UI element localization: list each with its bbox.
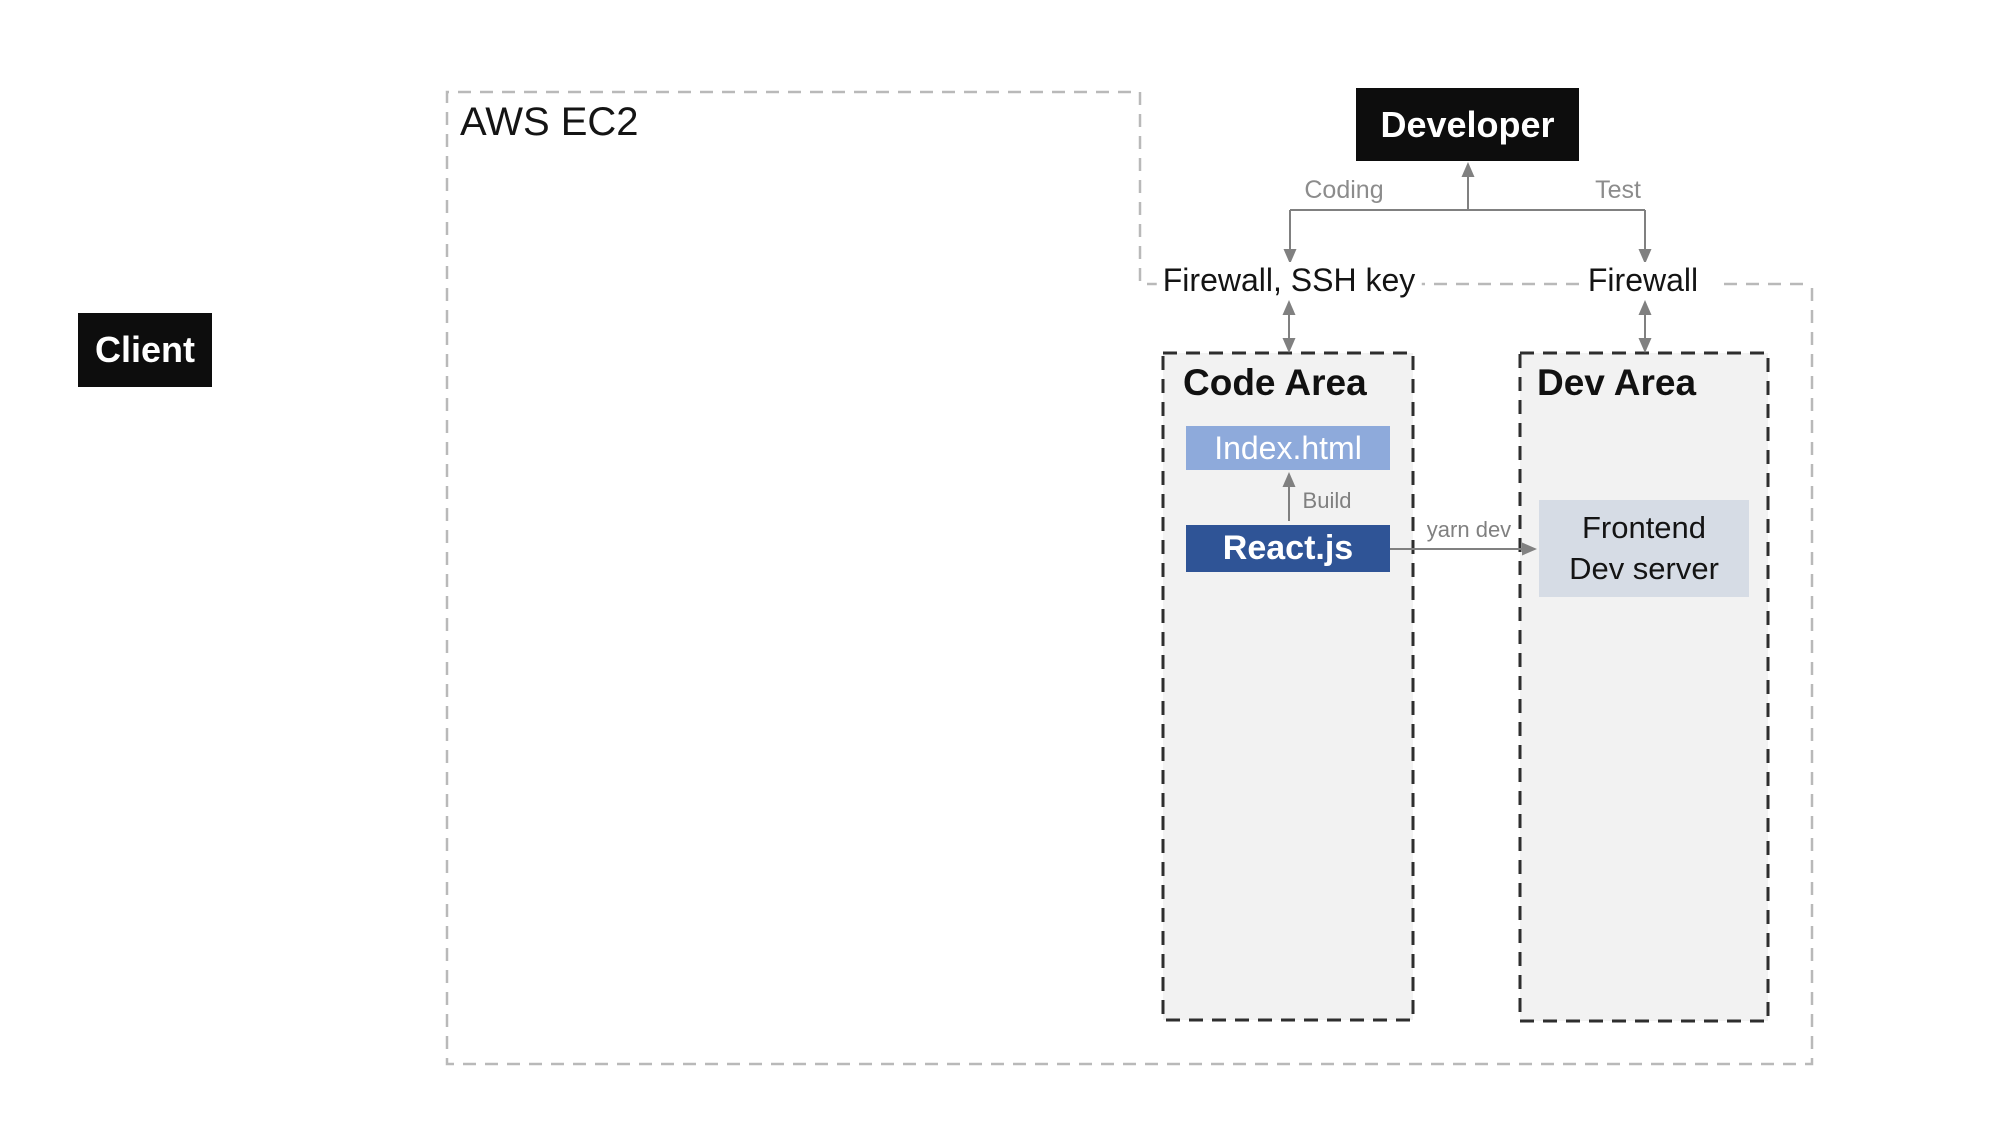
developer-node: Developer	[1356, 88, 1579, 161]
react-js-label: React.js	[1222, 529, 1354, 567]
build-up-arrowhead	[1282, 472, 1296, 487]
yarn-dev-right-arrowhead	[1522, 542, 1537, 556]
firewall-ssh-down-arrowhead	[1282, 338, 1296, 353]
build-label: Build	[1302, 488, 1352, 513]
yarn-dev-label: yarn dev	[1426, 517, 1512, 542]
dev-area-box	[1518, 351, 1770, 1023]
developer-label: Developer	[1380, 103, 1555, 145]
client-node: Client	[78, 313, 212, 387]
index-html-label: Index.html	[1214, 429, 1362, 466]
index-html-node: Index.html	[1186, 426, 1390, 470]
coding-label: Coding	[1304, 176, 1384, 204]
code-area-title: Code Area	[1183, 362, 1367, 403]
firewall-down-arrowhead	[1638, 338, 1652, 353]
test-label: Test	[1595, 176, 1641, 204]
developer-up-arrowhead	[1461, 162, 1475, 177]
client-label: Client	[94, 329, 195, 370]
firewall-ssh-up-arrowhead	[1282, 300, 1296, 315]
aws-ec2-boundary	[445, 90, 1814, 1066]
dev-area-title: Dev Area	[1537, 362, 1697, 403]
firewall-ssh-label: Firewall, SSH key	[1156, 262, 1422, 299]
firewall-up-arrowhead	[1638, 300, 1652, 315]
coding-down-arrowhead	[1283, 249, 1297, 264]
test-down-arrowhead	[1638, 249, 1652, 264]
frontend-dev-server-node: Frontend Dev server	[1539, 500, 1749, 597]
react-js-node: React.js	[1186, 525, 1390, 572]
frontend-dev-server-line1: Frontend	[1581, 510, 1707, 546]
firewall-label: Firewall	[1581, 262, 1705, 299]
aws-ec2-label: AWS EC2	[460, 100, 639, 144]
frontend-dev-server-line2: Dev server	[1569, 550, 1719, 586]
